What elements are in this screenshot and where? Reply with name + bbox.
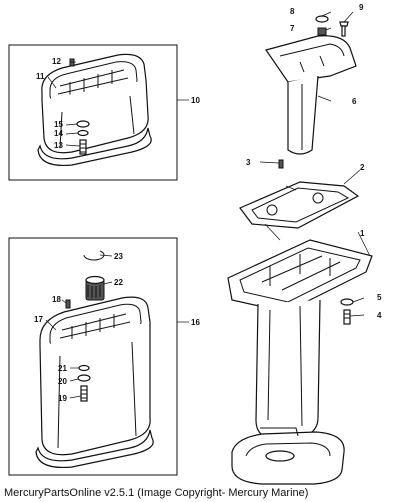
callout-15: 15 <box>54 120 63 129</box>
callout-21: 21 <box>58 364 67 373</box>
leader-lines <box>45 11 371 399</box>
callout-5: 5 <box>377 293 382 302</box>
callout-2: 2 <box>360 163 365 172</box>
callout-16: 16 <box>191 318 200 327</box>
callout-13: 13 <box>54 141 63 150</box>
main-assembly <box>227 15 373 485</box>
callout-11: 11 <box>36 72 45 81</box>
callout-19: 19 <box>58 394 67 403</box>
callout-14: 14 <box>54 129 63 138</box>
callout-8: 8 <box>290 7 295 16</box>
callout-10: 10 <box>191 96 200 105</box>
callout-23: 23 <box>114 252 123 261</box>
image-caption: MercuryPartsOnline v2.5.1 (Image Copyrig… <box>4 487 309 499</box>
detail-box-16 <box>8 237 189 476</box>
callout-18: 18 <box>52 295 61 304</box>
callout-7: 7 <box>290 24 295 33</box>
callout-22: 22 <box>114 278 123 287</box>
callout-9: 9 <box>359 3 364 12</box>
detail-box-10 <box>8 44 189 181</box>
callout-1: 1 <box>360 229 365 238</box>
callout-12: 12 <box>52 57 61 66</box>
callout-3: 3 <box>246 158 251 167</box>
callout-labels: 1 2 3 4 5 6 7 8 9 10 11 12 13 14 15 16 1… <box>34 3 382 403</box>
callout-17: 17 <box>34 315 43 324</box>
callout-6: 6 <box>352 97 357 106</box>
callout-20: 20 <box>58 377 67 386</box>
callout-4: 4 <box>377 311 382 320</box>
